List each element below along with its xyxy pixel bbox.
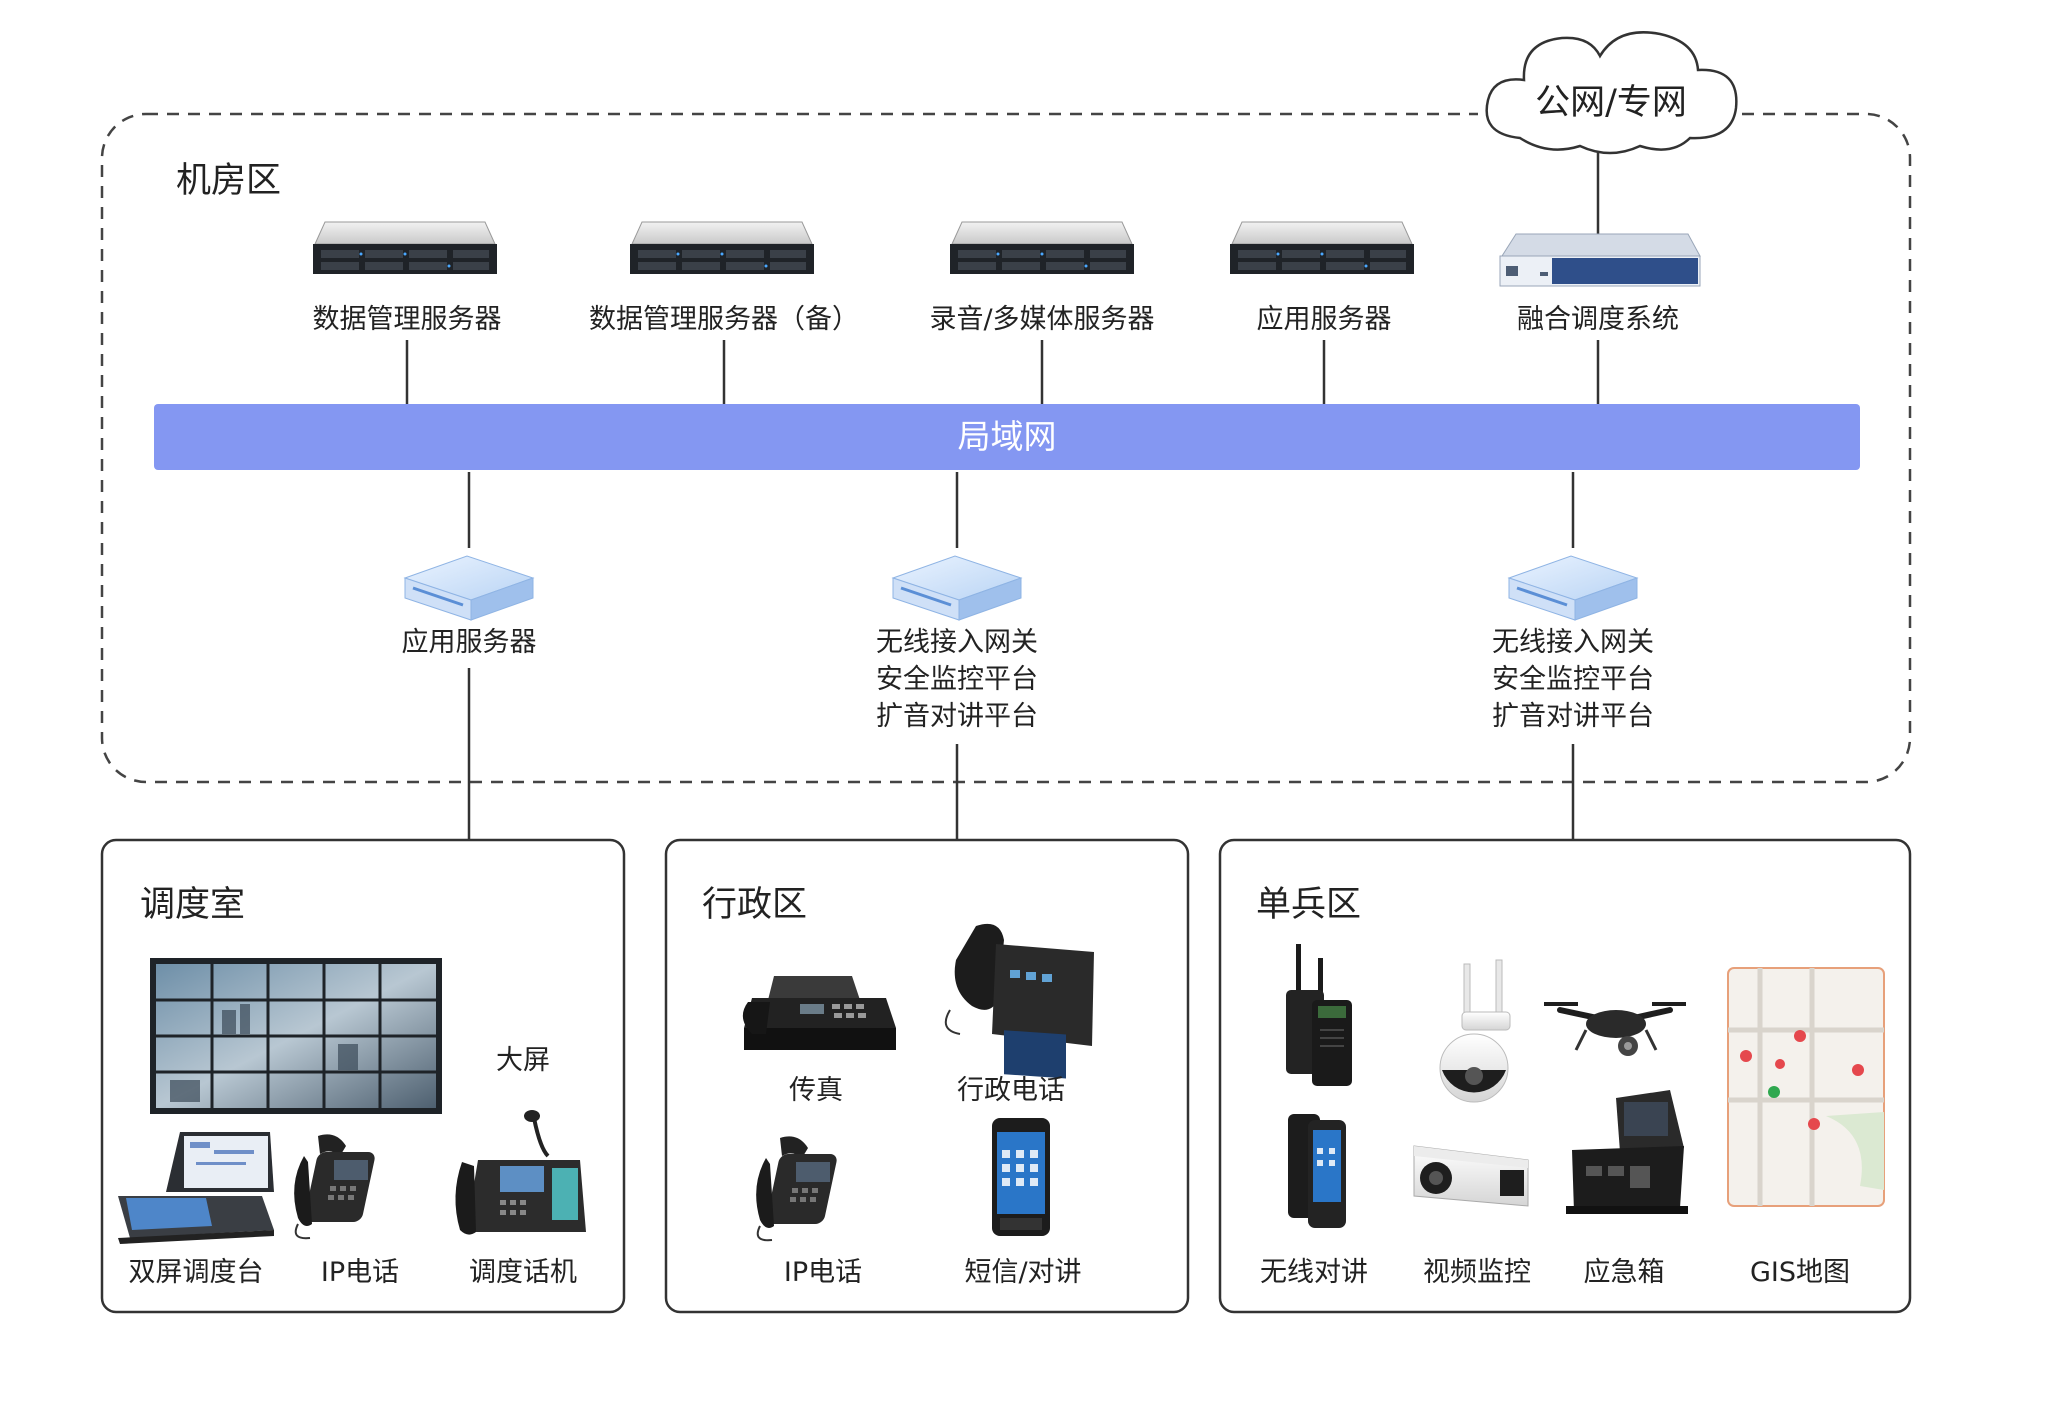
ip-phone-label: IP电话 (320, 1257, 400, 1288)
bullet-camera-icon (1413, 1145, 1529, 1207)
server-label-data-mgmt: 数据管理服务器 (312, 304, 502, 335)
server-label-data-mgmt-backup: 数据管理服务器（备） (589, 304, 859, 335)
dispatch-phone-icon (455, 1110, 586, 1235)
gis-map-label: GIS地图 (1749, 1257, 1851, 1288)
dispatch-room-boundary (100, 838, 626, 1314)
admin-phone-label: 行政电话 (957, 1075, 1065, 1106)
admin-zone-title: 行政区 (702, 885, 808, 925)
walkie-talkie-icon (1286, 944, 1352, 1086)
soldier-zone-title: 单兵区 (1256, 885, 1362, 925)
sms-intercom-label: 短信/对讲 (964, 1257, 1082, 1288)
dispatch-phone-label: 调度话机 (469, 1257, 577, 1288)
dome-camera-icon (1439, 959, 1511, 1103)
dual-screen-console-icon (118, 1132, 274, 1244)
rack-server-icon (629, 221, 815, 275)
admin-zone-boundary (664, 838, 1190, 1314)
server-label-recording: 录音/多媒体服务器 (929, 304, 1155, 335)
gateway-stack-1: 应用服务器 (402, 624, 537, 661)
gateway-stack-3: 无线接入网关 安全监控平台 扩音对讲平台 (1492, 624, 1654, 735)
handheld-terminal-icon (1288, 1114, 1346, 1228)
video-surveillance-label: 视频监控 (1423, 1257, 1531, 1288)
lan-label: 局域网 (957, 417, 1057, 456)
network-switch-icon (403, 554, 535, 622)
gis-map-icon (1727, 967, 1885, 1207)
emergency-case-icon (1566, 1090, 1688, 1214)
dispatch-room-title: 调度室 (140, 885, 246, 925)
server-room-boundary (100, 112, 1912, 784)
ip-phone-icon (293, 1133, 378, 1240)
cloud-label: 公网/专网 (1535, 83, 1687, 123)
rack-server-icon (1229, 221, 1415, 275)
soldier-zone-boundary (1218, 838, 1912, 1314)
dual-screen-console-label: 双屏调度台 (128, 1257, 264, 1288)
smartphone-icon (992, 1118, 1050, 1236)
server-label-fusion-dispatch: 融合调度系统 (1517, 304, 1679, 335)
drone-icon (1544, 1002, 1686, 1056)
video-phone-icon (944, 923, 1094, 1079)
network-switch-icon (891, 554, 1023, 622)
gateway-2-line-2: 安全监控平台 (876, 664, 1038, 695)
emergency-case-label: 应急箱 (1583, 1257, 1665, 1288)
fax-icon (742, 976, 896, 1050)
wireless-intercom-label: 无线对讲 (1260, 1257, 1368, 1288)
server-room-title: 机房区 (176, 161, 282, 201)
gateway-3-line-1: 无线接入网关 (1492, 627, 1654, 658)
gateway-stack-2: 无线接入网关 安全监控平台 扩音对讲平台 (876, 624, 1038, 735)
fax-label: 传真 (789, 1075, 843, 1106)
gateway-2-line-1: 无线接入网关 (876, 627, 1038, 658)
rack-server-icon (312, 221, 498, 275)
lan-bar (154, 404, 1860, 470)
connection-lines (405, 152, 1600, 840)
gateway-2-line-3: 扩音对讲平台 (876, 701, 1038, 732)
video-wall-icon (150, 958, 442, 1114)
gateway-3-line-2: 安全监控平台 (1492, 664, 1654, 695)
server-label-application: 应用服务器 (1256, 304, 1392, 335)
network-switch-icon (1507, 554, 1639, 622)
rack-server-icon (949, 221, 1135, 275)
gateway-3-line-3: 扩音对讲平台 (1492, 701, 1654, 732)
admin-ip-phone-label: IP电话 (783, 1257, 863, 1288)
gateway-1-line-1: 应用服务器 (401, 627, 537, 658)
dispatch-server-icon (1499, 233, 1701, 287)
cloud-icon (1485, 31, 1738, 155)
big-screen-label: 大屏 (496, 1045, 550, 1076)
ip-phone-icon (755, 1135, 840, 1242)
